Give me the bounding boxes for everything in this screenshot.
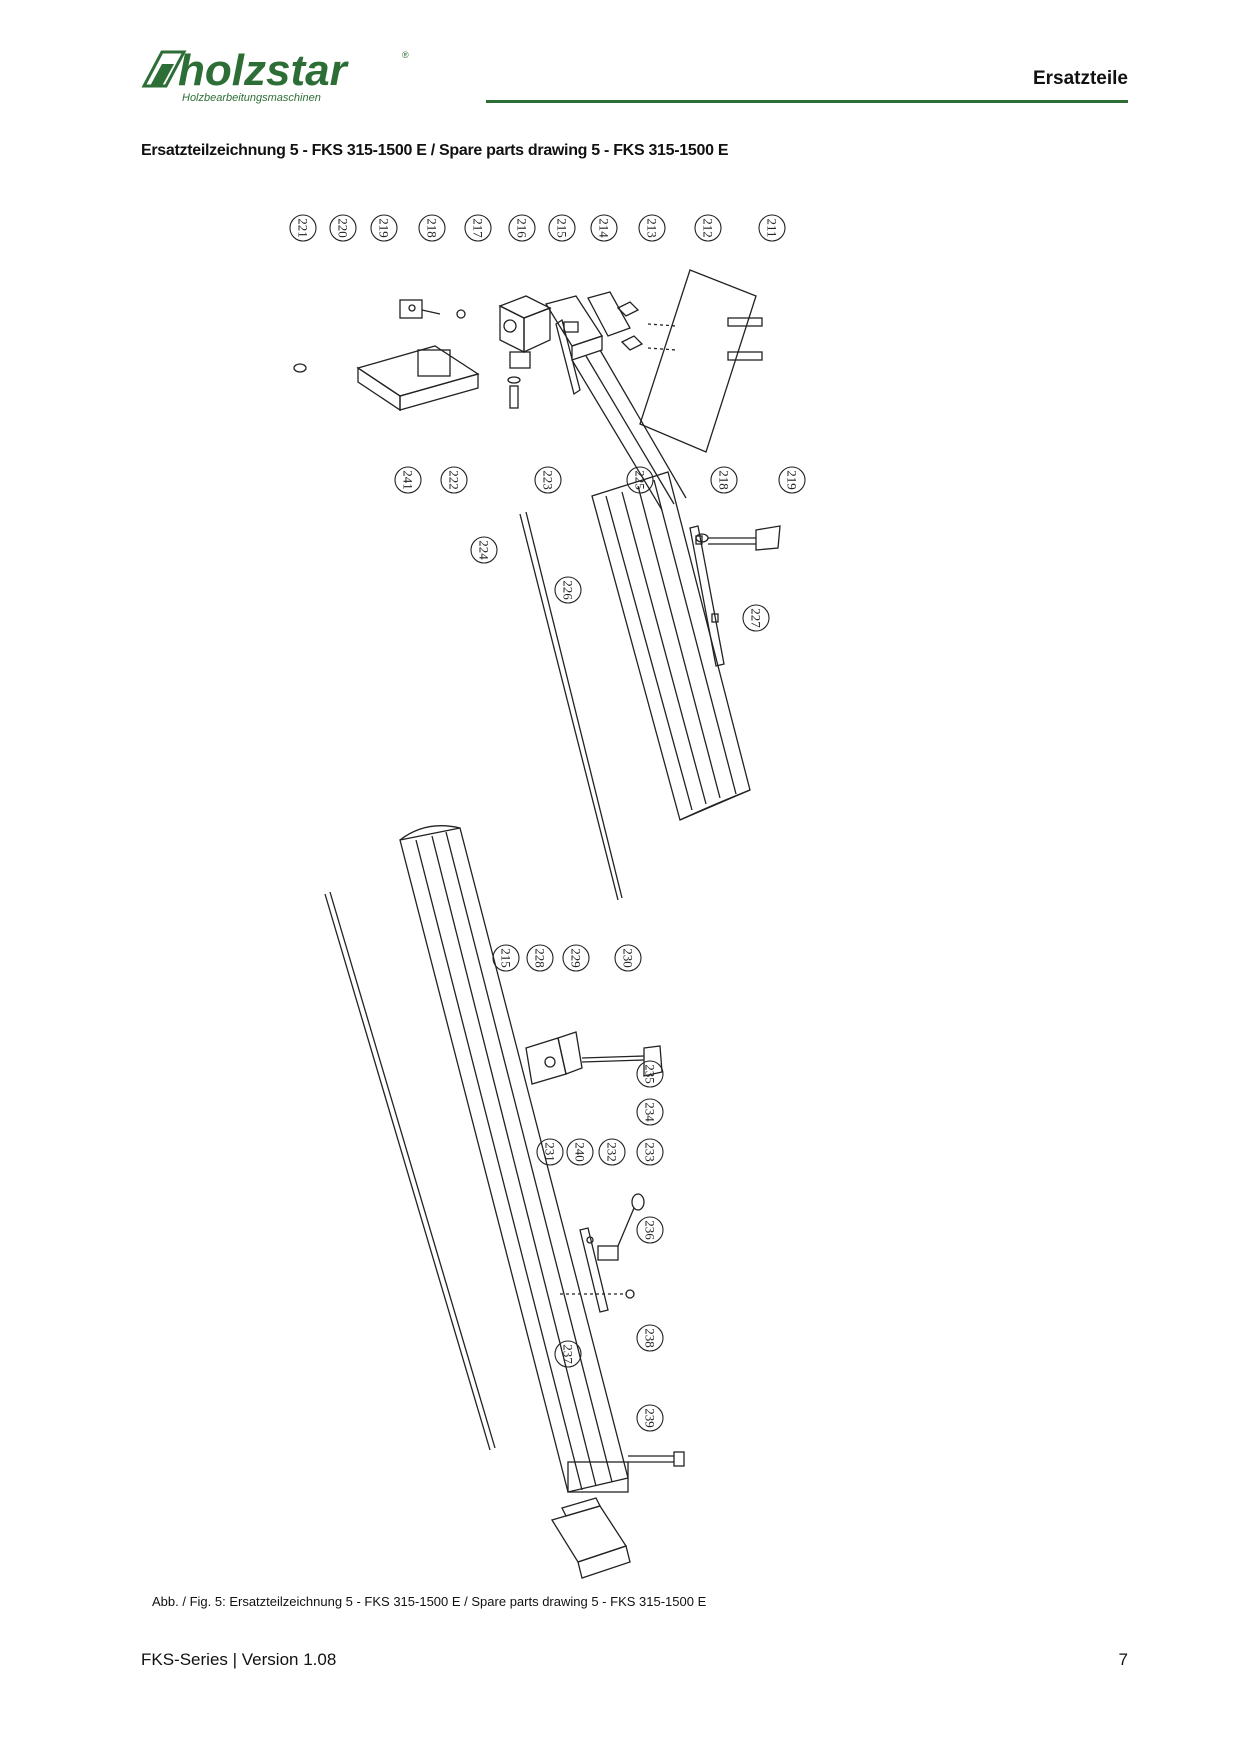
part-number: 231: [543, 1142, 558, 1162]
part-number: 237: [561, 1344, 576, 1364]
part-number: 213: [645, 218, 660, 238]
part-callout-238: 238: [636, 1324, 664, 1352]
part-number: 217: [471, 218, 486, 238]
part-number: 238: [643, 1328, 658, 1348]
brand-logo: holzstar ® Holzbearbeitungsmaschinen: [140, 42, 420, 108]
part-callout-218: 218: [418, 214, 446, 242]
part-number: 228: [533, 948, 548, 968]
part-callout-216: 216: [508, 214, 536, 242]
part-callout-230: 230: [614, 944, 642, 972]
header-divider: [486, 100, 1128, 103]
part-callout-235: 235: [636, 1060, 664, 1088]
part-number: 235: [643, 1064, 658, 1084]
logo-subtitle: Holzbearbeitungsmaschinen: [182, 92, 321, 104]
part-callout-228: 228: [526, 944, 554, 972]
part-number: 215: [555, 218, 570, 238]
part-callout-234: 234: [636, 1098, 664, 1126]
part-callout-219: 219: [778, 466, 806, 494]
part-number: 240: [573, 1142, 588, 1162]
part-number: 214: [597, 218, 612, 238]
part-callout-236: 236: [636, 1216, 664, 1244]
part-number: 239: [643, 1408, 658, 1428]
part-callout-231: 231: [536, 1138, 564, 1166]
part-number: 225: [633, 470, 648, 490]
part-number: 234: [643, 1102, 658, 1122]
part-number: 219: [377, 218, 392, 238]
part-callout-224: 224: [470, 536, 498, 564]
part-callout-214: 214: [590, 214, 618, 242]
footer-version: FKS-Series | Version 1.08: [141, 1650, 337, 1669]
part-callout-223: 223: [534, 466, 562, 494]
part-number: 241: [401, 470, 416, 490]
part-number: 227: [749, 608, 764, 628]
part-callout-218: 218: [710, 466, 738, 494]
part-callout-213: 213: [638, 214, 666, 242]
part-number: 230: [621, 948, 636, 968]
part-callout-212: 212: [694, 214, 722, 242]
part-callout-225: 225: [626, 466, 654, 494]
part-callout-237: 237: [554, 1340, 582, 1368]
part-number: 233: [643, 1142, 658, 1162]
part-number: 224: [477, 540, 492, 560]
part-number: 218: [425, 218, 440, 238]
page-number: 7: [1118, 1650, 1128, 1669]
part-number: 221: [296, 218, 311, 238]
part-callout-239: 239: [636, 1404, 664, 1432]
part-number: 223: [541, 470, 556, 490]
part-number: 219: [785, 470, 800, 490]
part-number: 215: [499, 948, 514, 968]
part-callout-229: 229: [562, 944, 590, 972]
part-callout-219: 219: [370, 214, 398, 242]
part-number: 218: [717, 470, 732, 490]
part-callout-221: 221: [289, 214, 317, 242]
logo-mark-icon: [141, 50, 187, 88]
part-number: 226: [561, 580, 576, 600]
part-callout-220: 220: [329, 214, 357, 242]
part-number: 216: [515, 218, 530, 238]
part-callout-215: 215: [492, 944, 520, 972]
exploded-parts-drawing: 221 220 219 218 217 216 215 214 213 212 211 241 222 2…: [289, 214, 806, 1579]
part-number: 236: [643, 1220, 658, 1240]
part-callout-215: 215: [548, 214, 576, 242]
part-number: 212: [701, 218, 716, 238]
part-callout-241: 241: [394, 466, 422, 494]
section-title: Ersatzteile: [1032, 68, 1128, 89]
part-callout-217: 217: [464, 214, 492, 242]
part-number: 220: [336, 218, 351, 238]
part-callout-226: 226: [554, 576, 582, 604]
part-number: 211: [765, 218, 780, 237]
part-callout-232: 232: [598, 1138, 626, 1166]
part-callout-222: 222: [440, 466, 468, 494]
part-callout-233: 233: [636, 1138, 664, 1166]
part-callout-240: 240: [566, 1138, 594, 1166]
logo-registered-mark: ®: [402, 50, 409, 60]
figure-caption: Abb. / Fig. 5: Ersatzteilzeichnung 5 - F…: [152, 1594, 707, 1609]
part-number: 232: [605, 1142, 620, 1162]
part-number: 229: [569, 948, 584, 968]
page-heading: Ersatzteilzeichnung 5 - FKS 315-1500 E /…: [141, 142, 729, 159]
logo-wordmark: holzstar: [178, 46, 347, 95]
part-callout-227: 227: [742, 604, 770, 632]
part-number: 222: [447, 470, 462, 490]
part-callout-211: 211: [758, 214, 786, 242]
